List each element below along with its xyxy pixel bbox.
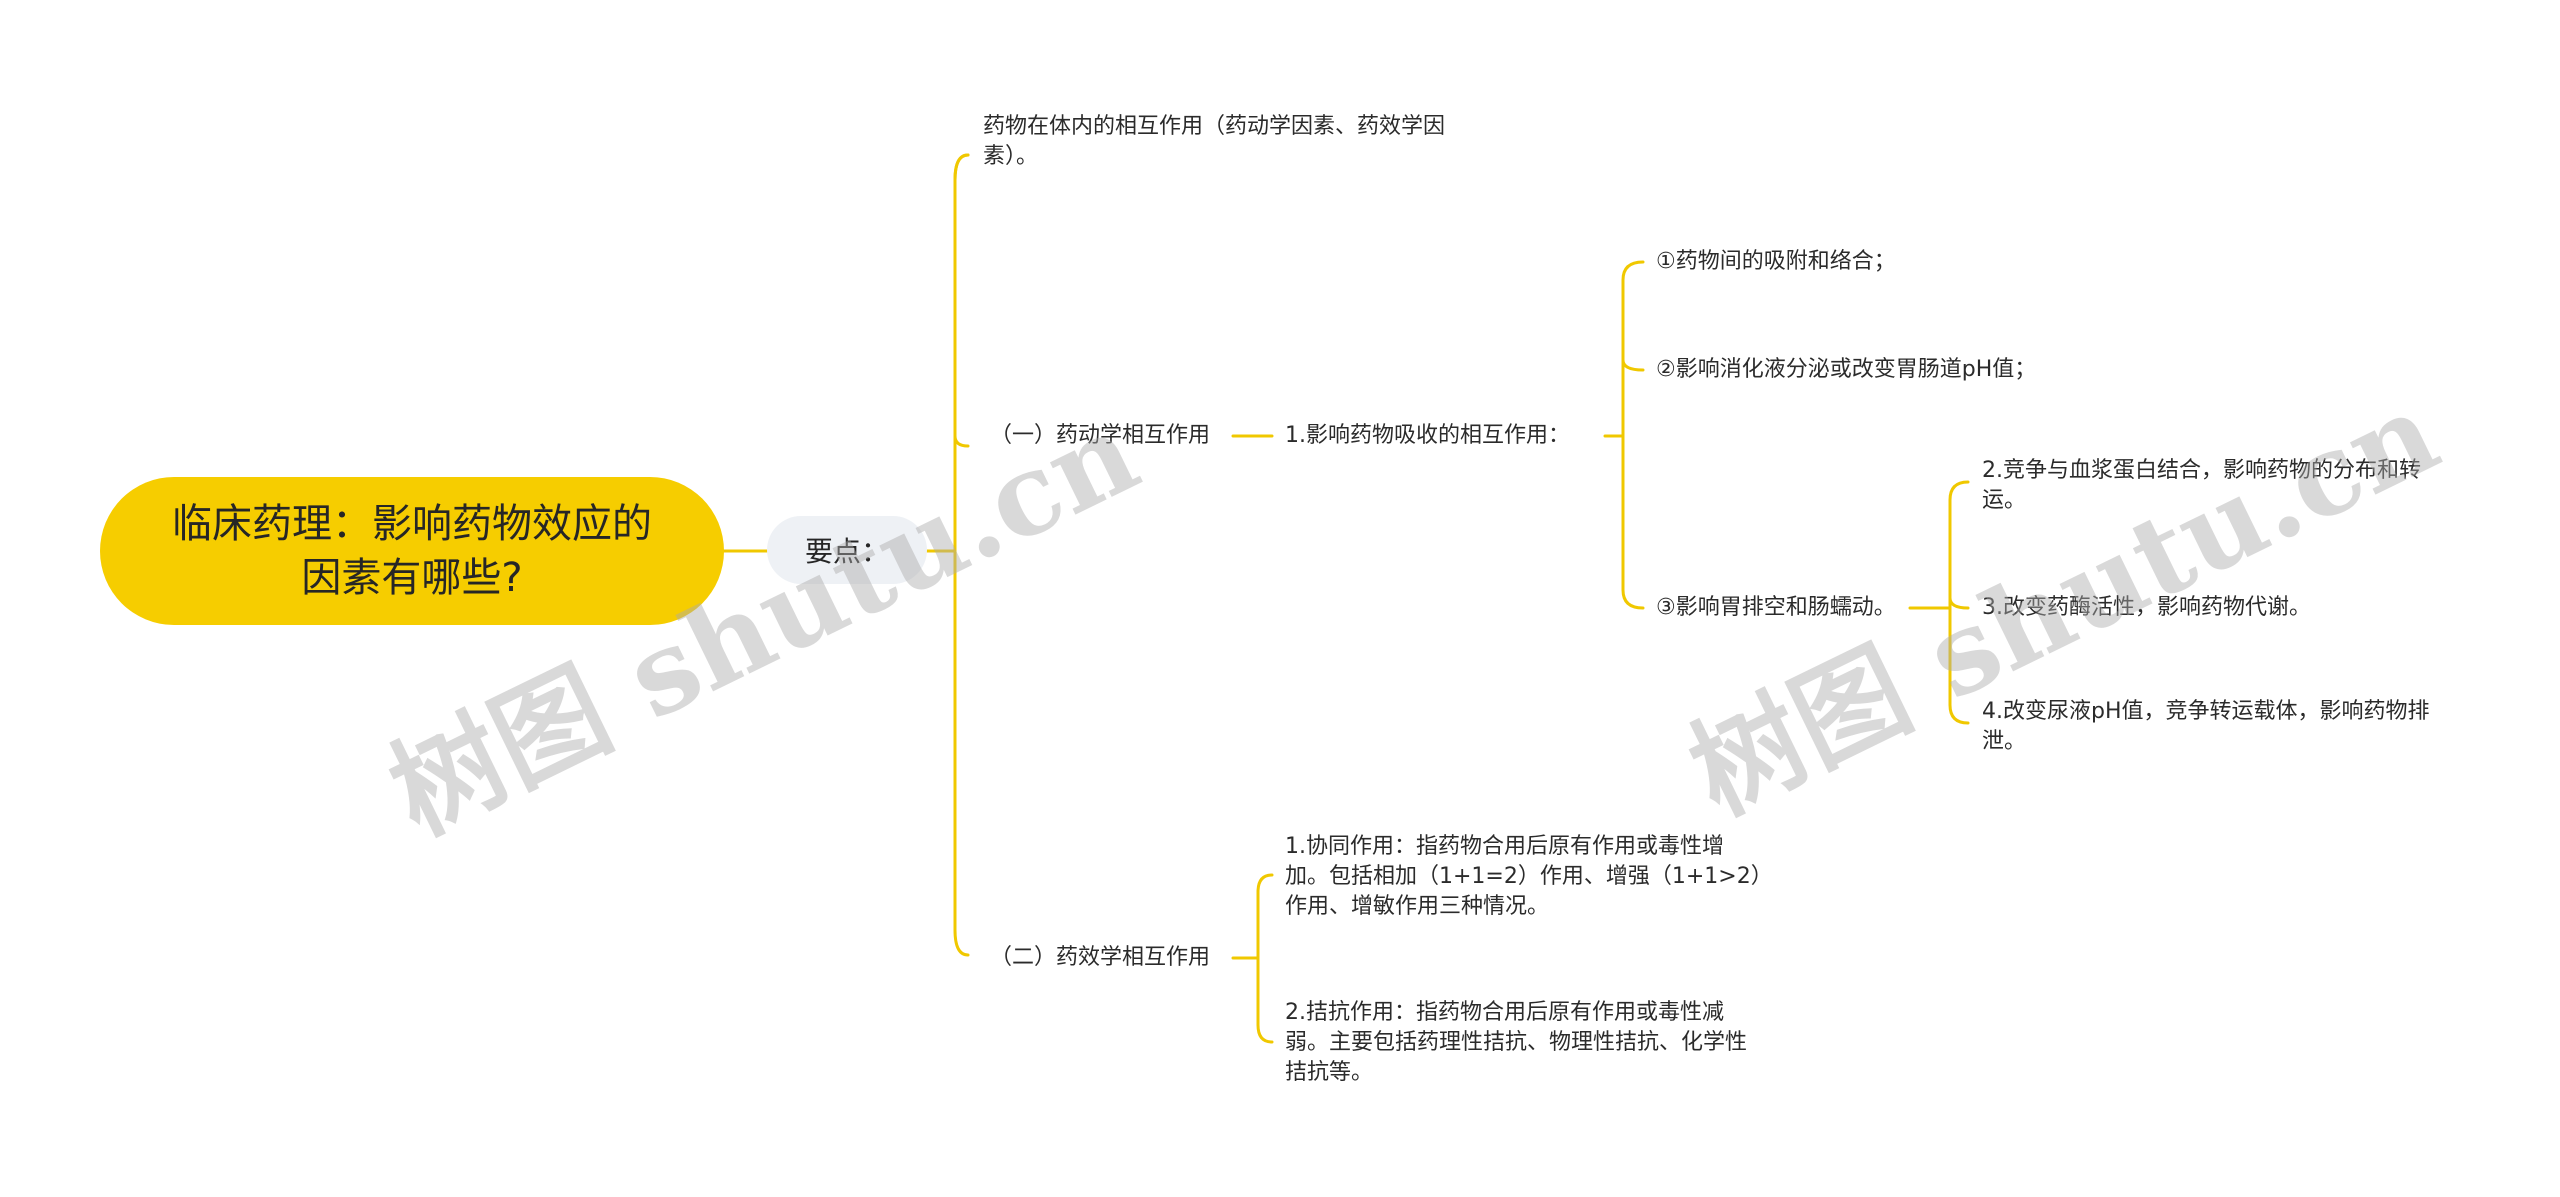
connector-absorption-spine bbox=[1621, 260, 1645, 610]
absorption-item-node[interactable]: ③影响胃排空和肠蠕动。 bbox=[1656, 595, 1896, 620]
absorption-node[interactable]: 1.影响药物吸收的相互作用： bbox=[1285, 423, 1570, 448]
pk-other-node[interactable]: 3.改变药酶活性，影响药物代谢。 bbox=[1982, 595, 2311, 620]
connector-main-intro bbox=[953, 153, 970, 182]
connector-main-spine bbox=[953, 153, 970, 957]
main-topic-label: 要点： bbox=[804, 535, 889, 568]
connector-pd-spine bbox=[1256, 873, 1274, 1044]
root-node[interactable]: 临床药理：影响药物效应的因素有哪些? bbox=[100, 477, 724, 625]
pk-other-node[interactable]: 2.竞争与血浆蛋白结合，影响药物的分布和转运。 bbox=[1982, 458, 2421, 513]
connector-group bbox=[722, 153, 1970, 1044]
pd-item-node[interactable]: 1.协同作用：指药物合用后原有作用或毒性增加。包括相加（1+1=2）作用、增强（… bbox=[1285, 834, 1762, 919]
connector-main-pk bbox=[953, 434, 970, 448]
connector-absorption-mid bbox=[1621, 358, 1645, 372]
pd-branch-node[interactable]: （二）药效学相互作用 bbox=[990, 945, 1211, 970]
absorption-item-node[interactable]: ②影响消化液分泌或改变胃肠道pH值； bbox=[1656, 357, 2037, 382]
root-title: 临床药理：影响药物效应的因素有哪些? bbox=[172, 501, 652, 601]
main-topic-node[interactable]: 要点： bbox=[767, 516, 927, 584]
pk-branch-node[interactable]: （一）药动学相互作用 bbox=[990, 423, 1211, 448]
pk-other-node[interactable]: 4.改变尿液pH值，竞争转运载体，影响药物排泄。 bbox=[1982, 699, 2430, 754]
pd-item-node[interactable]: 2.拮抗作用：指药物合用后原有作用或毒性减弱。主要包括药理性拮抗、物理性拮抗、化… bbox=[1285, 1000, 1748, 1085]
absorption-item-node[interactable]: ①药物间的吸附和络合； bbox=[1656, 249, 1896, 274]
connector-others-mid bbox=[1948, 596, 1970, 610]
intro-node[interactable]: 药物在体内的相互作用（药动学因素、药效学因素）。 bbox=[983, 114, 1446, 169]
